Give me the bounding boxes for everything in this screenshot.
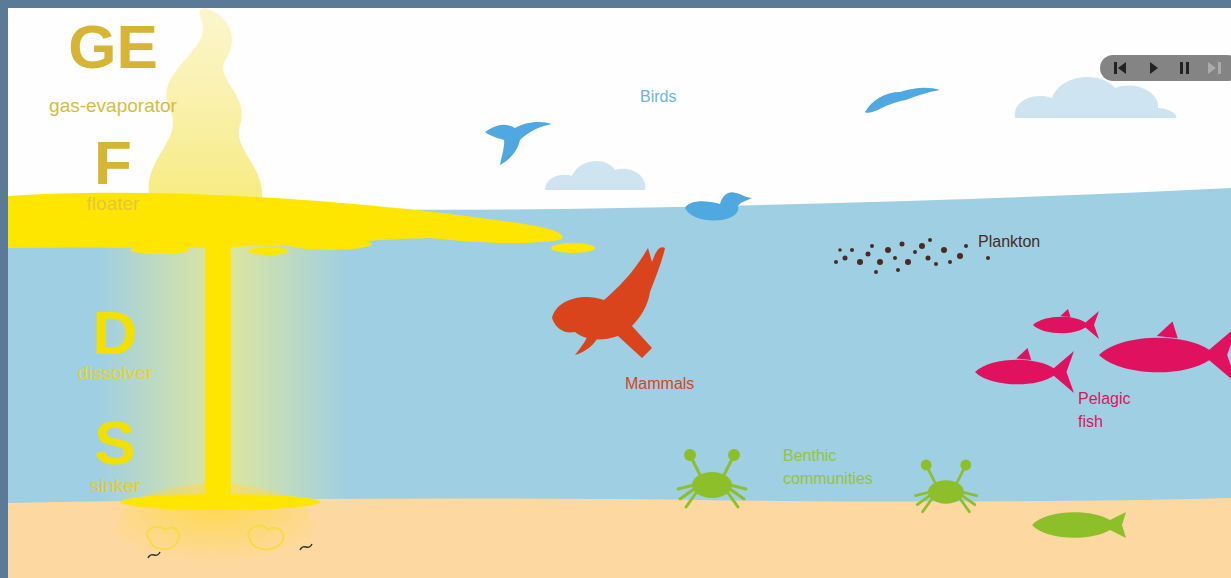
sea-lion (552, 247, 665, 358)
birds (485, 88, 940, 221)
sea (8, 188, 1231, 578)
media-controls (1100, 55, 1231, 81)
clouds (545, 77, 1176, 190)
group-label: Mammals (625, 374, 725, 393)
fate-name: dissolver (25, 362, 205, 385)
fate-code: GE (23, 16, 203, 78)
sediment-organisms (147, 525, 312, 558)
group-label: Birds (640, 87, 720, 106)
fate-code: F (23, 132, 203, 194)
group-label: Plankton (978, 232, 1078, 251)
fate-name: gas-evaporator (23, 95, 203, 118)
sunk-oil (120, 494, 320, 510)
group-label: Pelagic fish (1078, 387, 1140, 433)
fate-name: floater (23, 193, 203, 216)
fate-code: D (25, 302, 205, 364)
oil-droplets (130, 238, 595, 255)
sky (8, 8, 1231, 578)
oil-slick (8, 193, 562, 248)
fate-name: sinker (25, 475, 205, 498)
flatfish (1032, 512, 1126, 538)
pelagic-fish (975, 309, 1231, 393)
plankton (834, 238, 990, 274)
fate-code: S (25, 412, 205, 474)
group-label: Benthic communities (783, 444, 895, 490)
